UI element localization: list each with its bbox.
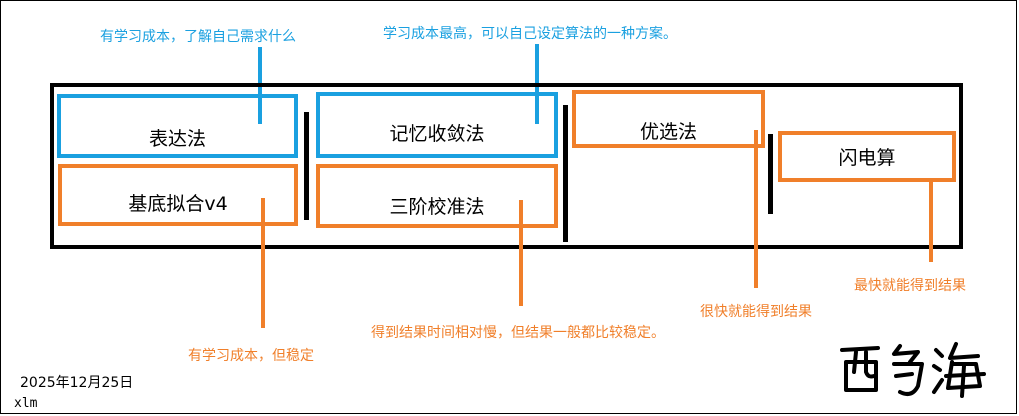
connector-shandian <box>929 180 933 262</box>
note-youxuan: 很快就能得到结果 <box>700 304 812 320</box>
method-label: 闪电算 <box>838 147 896 169</box>
method-sanjie: 三阶校准法 <box>316 164 558 228</box>
connector-jidi <box>261 198 265 328</box>
method-jidi: 基底拟合v4 <box>58 164 298 226</box>
connector-youxuan <box>754 130 758 288</box>
note-shandian: 最快就能得到结果 <box>854 278 966 294</box>
method-label: 记忆收敛法 <box>389 122 485 145</box>
author-label: xlm <box>14 396 38 411</box>
separator-1 <box>304 112 309 220</box>
separator-3 <box>768 134 773 214</box>
method-biaoda: 表达法 <box>57 94 298 158</box>
connector-sanjie <box>519 200 523 306</box>
note-sanjie: 得到结果时间相对慢，但结果一般都比较稳定。 <box>371 325 665 341</box>
separator-2 <box>563 105 568 242</box>
method-jiyi: 记忆收敛法 <box>316 92 558 158</box>
method-label: 三阶校准法 <box>389 195 485 218</box>
method-label: 优选法 <box>639 120 697 143</box>
note-jidi: 有学习成本，但稳定 <box>188 348 314 364</box>
method-youxuan: 优选法 <box>572 90 765 148</box>
method-shandian: 闪电算 <box>778 131 956 182</box>
signature <box>840 342 986 398</box>
method-label: 基底拟合v4 <box>128 192 228 215</box>
note-biaoda: 有学习成本，了解自己需求什么 <box>100 29 296 45</box>
date-label: 2025年12月25日 <box>20 375 134 391</box>
methods-container <box>50 83 963 249</box>
note-jiyi: 学习成本最高，可以自己设定算法的一种方案。 <box>383 26 677 42</box>
method-label: 表达法 <box>148 127 206 150</box>
